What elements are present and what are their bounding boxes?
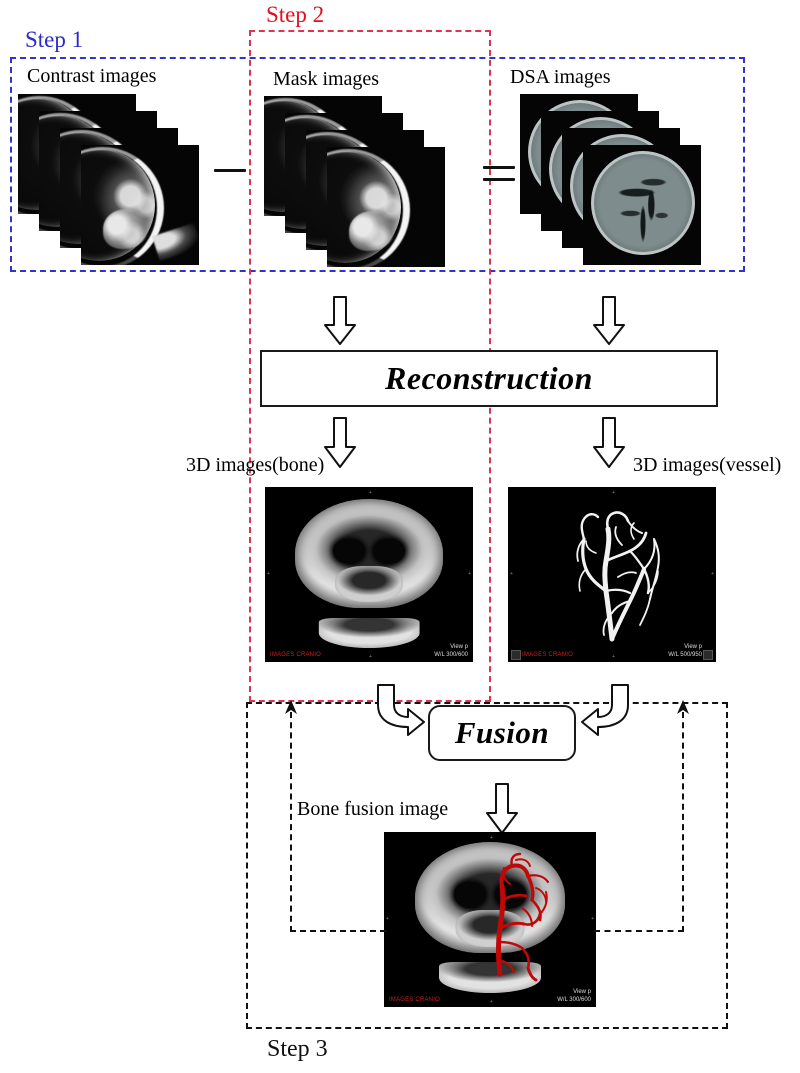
feedback-right-horizontal	[594, 930, 684, 932]
viewer-tick-top: +	[612, 490, 615, 496]
viewer-tick-right: +	[468, 571, 471, 577]
feedback-left-arrowhead	[283, 700, 299, 716]
step-1-label: Step 1	[25, 27, 84, 52]
viewer-tick-top: +	[369, 490, 372, 496]
reconstruction-label: Reconstruction	[385, 360, 593, 396]
bone-window-line-2: W/L 300/600	[434, 651, 468, 658]
viewer-tick-left: +	[510, 571, 513, 577]
viewer-tick-right: +	[591, 916, 594, 922]
fusion-process-box[interactable]: Fusion	[428, 705, 576, 761]
equals-sign	[483, 166, 515, 181]
skull-volume-render	[295, 499, 443, 651]
arrow-reconstruction-to-bone	[323, 417, 357, 469]
fusion-label: Fusion	[454, 715, 550, 750]
fusion-viewer-window-info: View p W/L 300/600	[557, 989, 591, 1004]
fusion-vessel-overlay	[466, 850, 562, 982]
vessel-window-line-1: View p	[684, 644, 702, 650]
arrow-fusion-to-output	[485, 783, 519, 835]
bone-window-line-1: View p	[450, 644, 468, 650]
viewer-corner-icon-left[interactable]	[511, 650, 521, 660]
mask-images-caption: Mask images	[273, 68, 380, 90]
vessel-3d-caption: 3D images(vessel)	[633, 454, 782, 476]
mask-image-stack	[264, 96, 454, 271]
fusion-window-line-2: W/L 300/600	[557, 996, 591, 1003]
dsa-images-caption: DSA images	[510, 66, 611, 88]
feedback-right-vertical	[682, 712, 684, 932]
viewer-tick-left: +	[267, 571, 270, 577]
viewer-tick-top: +	[490, 835, 493, 841]
vessel-viewer-window-info: View p W/L 500/950	[668, 644, 702, 659]
fusion-window-line-1: View p	[573, 989, 591, 995]
bone-fusion-image-caption: Bone fusion image	[297, 798, 449, 820]
bone-3d-caption: 3D images(bone)	[186, 454, 325, 476]
minus-sign	[214, 169, 246, 172]
feedback-left-vertical	[290, 712, 292, 932]
step-3-label: Step 3	[267, 1036, 328, 1062]
fusion-viewer-patient-tag: IMAGES CRANIO	[389, 997, 440, 1003]
mask-frame	[327, 147, 445, 267]
bone-fusion-viewer[interactable]: + + + + IMAGES CRANIO View p W/L 300/600	[384, 832, 596, 1007]
viewer-tick-bottom: +	[490, 999, 493, 1005]
viewer-tick-bottom: +	[612, 654, 615, 660]
viewer-tick-right: +	[711, 571, 714, 577]
bone-viewer-patient-tag: IMAGES CRANIO	[270, 652, 321, 658]
contrast-image-stack	[18, 94, 208, 269]
arrow-reconstruction-to-vessel	[592, 417, 626, 469]
vessel-viewer-patient-tag: IMAGES CRANIO	[522, 652, 573, 658]
viewer-tick-bottom: +	[369, 654, 372, 660]
arrow-mask-to-reconstruction	[323, 296, 357, 346]
viewer-corner-icon-right[interactable]	[703, 650, 713, 660]
viewer-tick-left: +	[386, 916, 389, 922]
fusion-skull-volume-render	[415, 842, 565, 996]
dsa-image-stack	[520, 94, 710, 269]
vessel-volume-render	[560, 501, 670, 653]
reconstruction-process-box[interactable]: Reconstruction	[260, 350, 718, 407]
vessel-3d-viewer[interactable]: + + + + IMAGES CRANIO View p W/L 500/950	[508, 487, 716, 662]
vessel-window-line-2: W/L 500/950	[668, 651, 702, 658]
step-2-label: Step 2	[266, 2, 325, 27]
arrow-vessel-to-fusion	[578, 683, 644, 739]
contrast-images-caption: Contrast images	[27, 65, 157, 87]
dsa-frame	[583, 145, 701, 265]
arrow-dsa-to-reconstruction	[592, 296, 626, 346]
contrast-frame	[81, 145, 199, 265]
arrow-bone-to-fusion	[362, 683, 428, 739]
bone-viewer-window-info: View p W/L 300/600	[434, 644, 468, 659]
feedback-right-arrowhead	[675, 700, 691, 716]
feedback-left-horizontal	[290, 930, 386, 932]
bone-3d-viewer[interactable]: + + + + IMAGES CRANIO View p W/L 300/600	[265, 487, 473, 662]
